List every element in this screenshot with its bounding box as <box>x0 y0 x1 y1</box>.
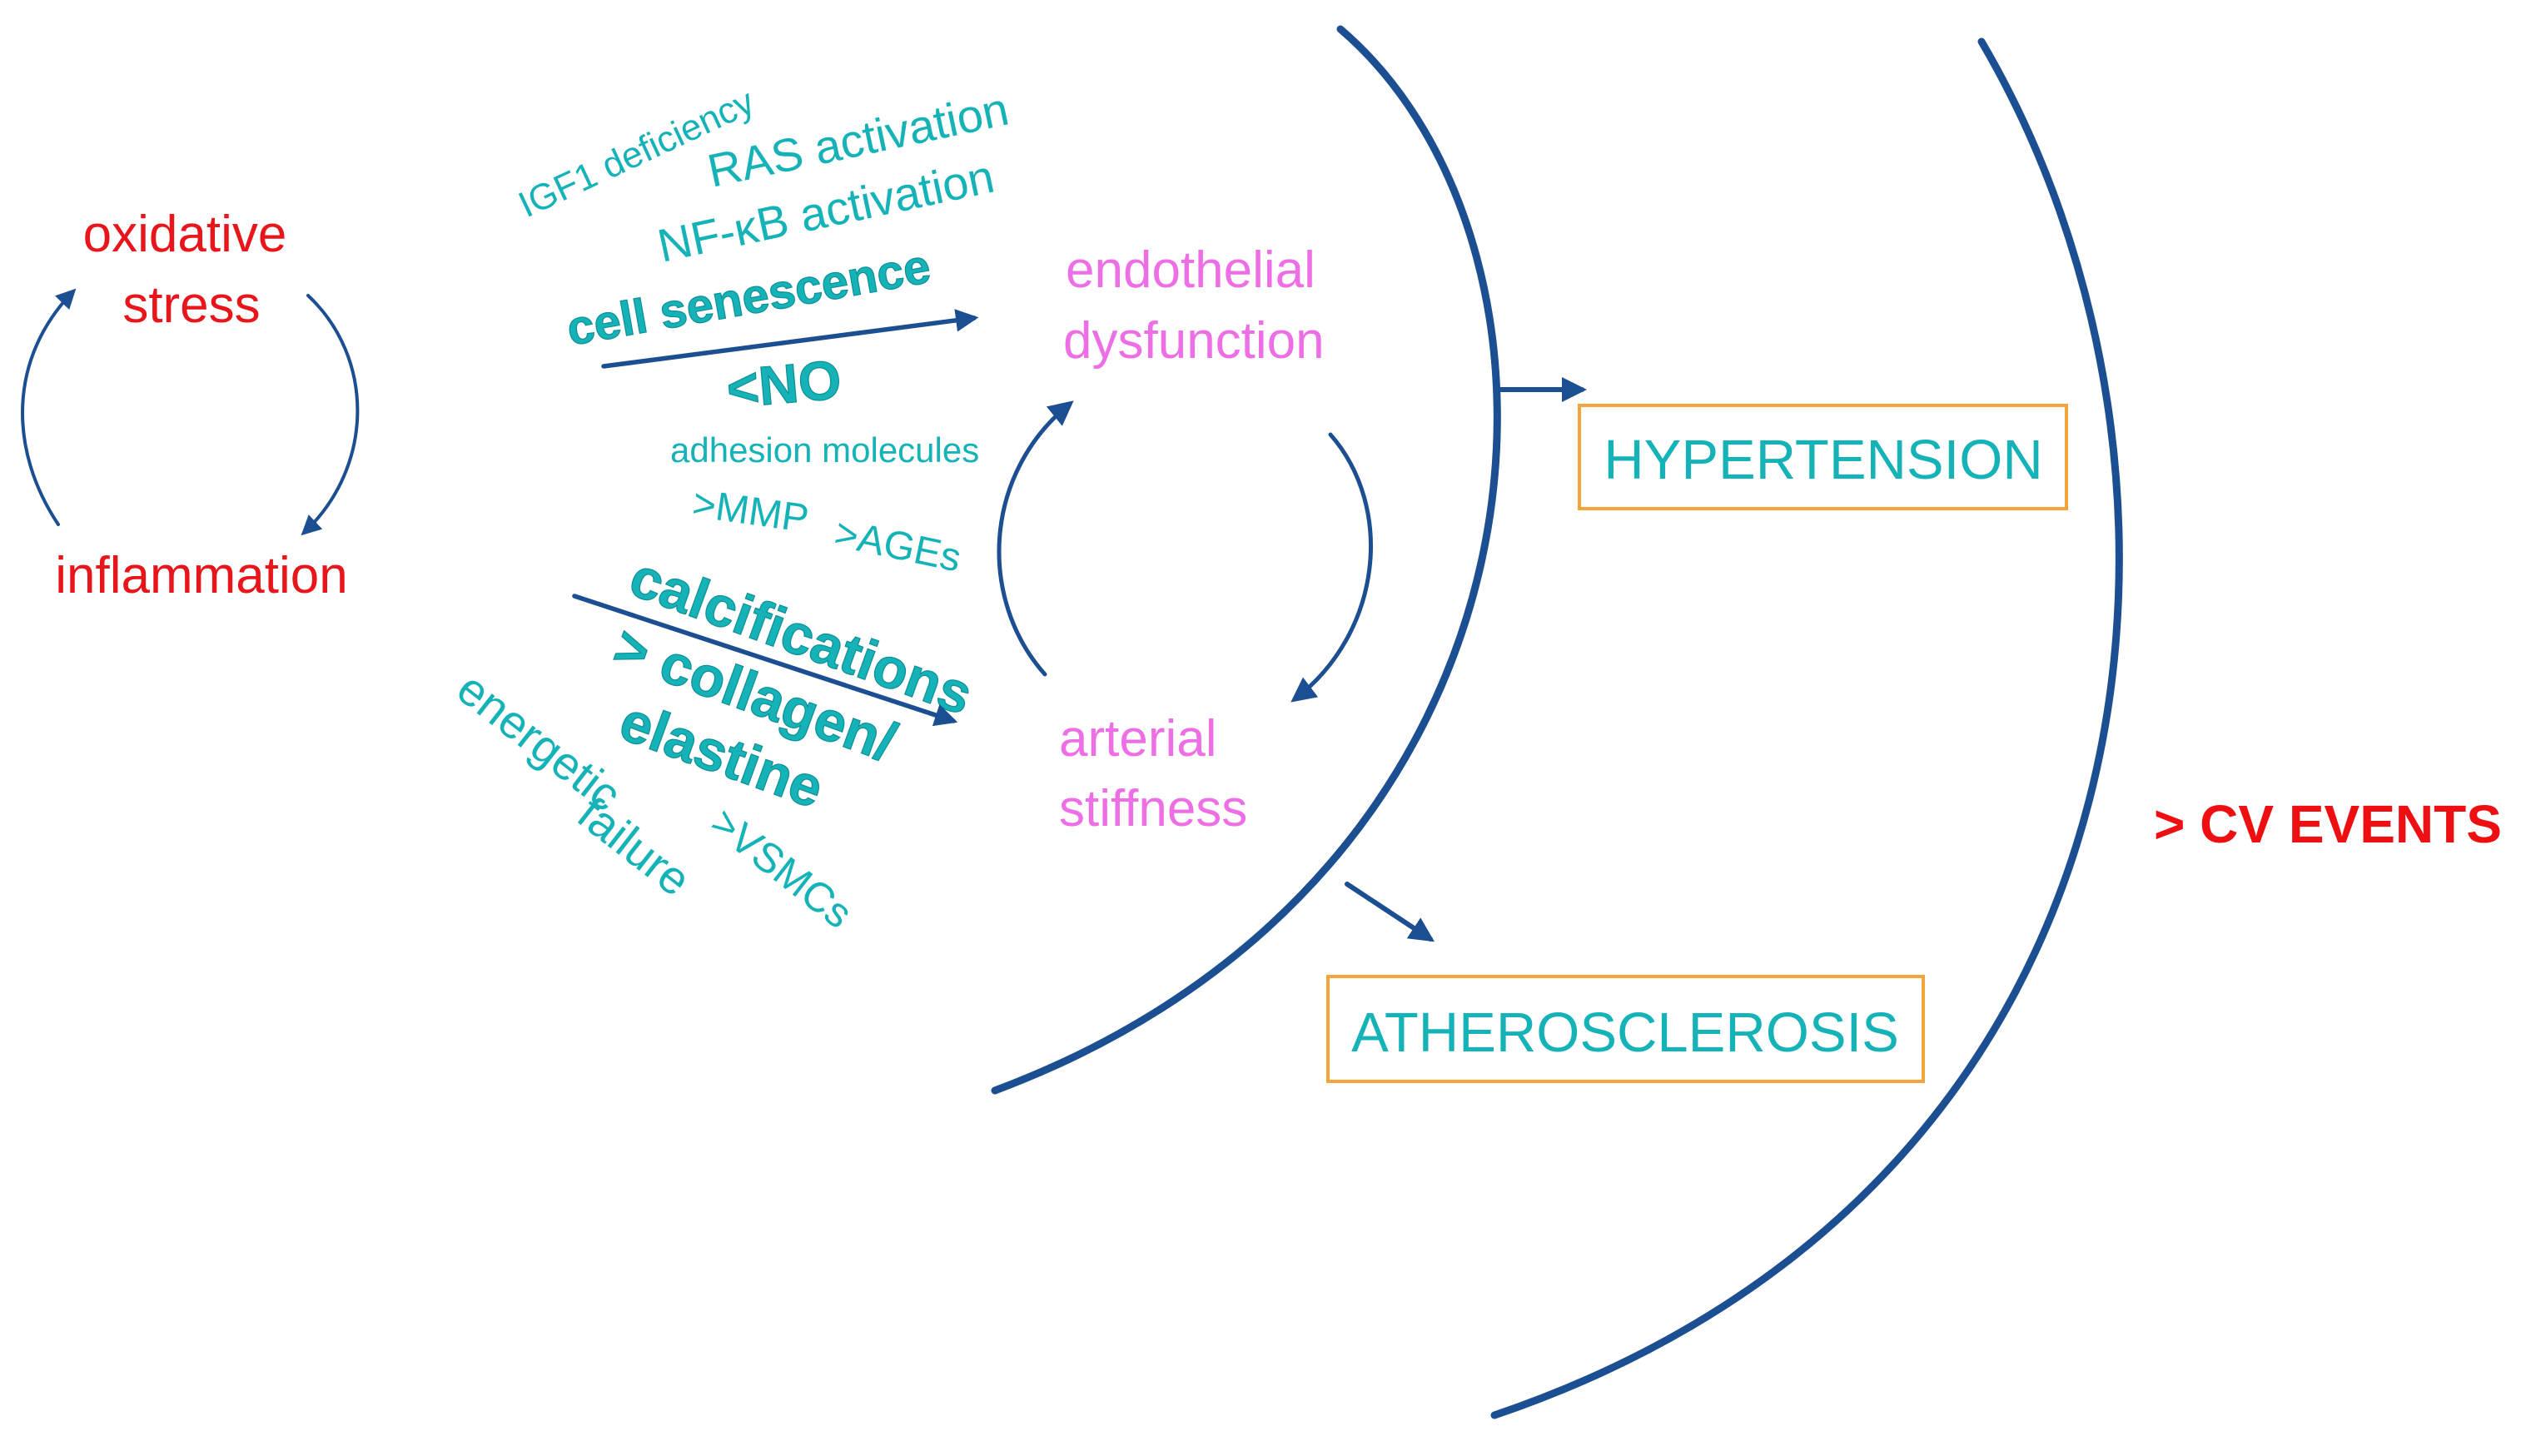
cell-senescence-label: cell senescence <box>563 239 934 356</box>
outer-boundary-arc <box>1490 37 2123 1419</box>
inner-boundary-arc <box>991 25 1501 1095</box>
senescence-arrow <box>601 309 979 369</box>
atherosclerosis-box <box>1326 975 1925 1083</box>
hypertension-label: HYPERTENSION <box>1604 429 2042 491</box>
cv-events-label: > CV EVENTS <box>2154 794 2502 854</box>
no-label: <NO <box>724 348 843 420</box>
stress-label: stress <box>122 276 260 334</box>
failure-label: failure <box>569 787 701 907</box>
inner-cycle-arrow-down <box>1290 432 1373 703</box>
stiffness-label: stiffness <box>1059 780 1247 837</box>
ages-label: >AGEs <box>831 511 965 581</box>
endothelial-label: endothelial <box>1066 241 1315 299</box>
left-cycle-arrow-up <box>21 288 77 526</box>
inflammation-label: inflammation <box>55 547 347 604</box>
adhesion-molecules-label: adhesion molecules <box>670 430 979 470</box>
atherosclerosis-label: ATHEROSCLEROSIS <box>1351 1001 1899 1064</box>
hypertension-box <box>1578 404 2068 510</box>
dysfunction-label: dysfunction <box>1063 312 1325 370</box>
inner-cycle-arrow-up <box>997 400 1074 677</box>
atherosclerosis-arrow <box>1345 882 1435 942</box>
calcification-arrow <box>572 594 958 727</box>
oxidative-label: oxidative <box>83 206 287 263</box>
arterial-label: arterial <box>1059 710 1217 768</box>
mmp-label: >MMP <box>689 481 811 541</box>
vsmcs-label: >VSMCs <box>702 799 861 937</box>
left-cycle-arrow-down <box>301 294 360 536</box>
